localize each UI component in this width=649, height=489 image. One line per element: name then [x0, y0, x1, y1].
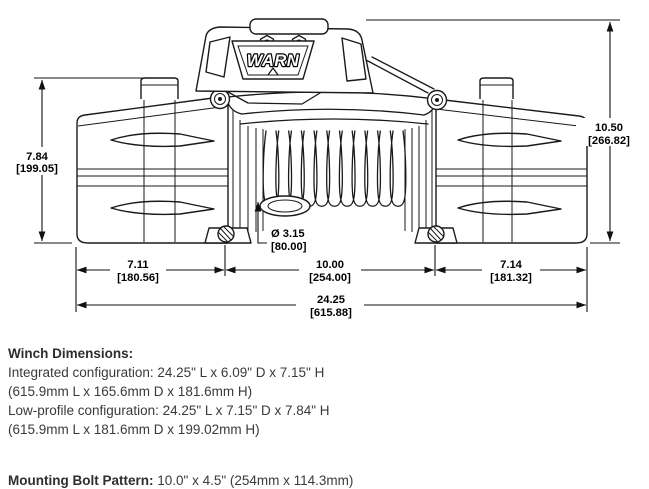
spec-line-lowprofile-mm: (615.9mm L x 181.6mm D x 199.02mm H): [8, 422, 260, 437]
spec-line-integrated: Integrated configuration: 24.25" L x 6.0…: [8, 365, 325, 380]
dim-bolt-pattern-mm: [254.00]: [309, 272, 351, 284]
warn-logo-plate: [231, 40, 315, 80]
left-lower-fin: [110, 200, 215, 216]
control-pack: WARN: [195, 18, 374, 105]
dim-drum-diameter-mm: [80.00]: [271, 241, 307, 253]
dim-left-height-mm: [199.05]: [16, 163, 58, 175]
dim-bolt-pattern-in: 10.00: [316, 259, 344, 271]
right-clevis-block: [479, 77, 514, 99]
dim-right-height-in: 10.50: [595, 122, 623, 134]
rope-coils: [262, 130, 407, 207]
dim-bolt-right-in: 7.14: [500, 259, 523, 271]
dim-right-height-mm: [266.82]: [588, 135, 630, 147]
left-side-panel: [205, 36, 231, 78]
winch-diagram-svg: WARN: [6, 18, 643, 320]
dim-drum-diameter-in: Ø 3.15: [271, 228, 305, 240]
warn-logo-text: WARN: [247, 52, 300, 70]
dim-leader-drum-diameter: [254, 201, 267, 244]
mounting-feet: [204, 225, 458, 244]
mounting-bolt-pattern-value: 10.0" x 4.5" (254mm x 114.3mm): [157, 473, 354, 488]
dim-overall-in: 24.25: [317, 294, 345, 306]
dim-bolt-left-mm: [180.56]: [117, 272, 159, 284]
dim-left-height-in: 7.84: [26, 151, 49, 163]
left-clevis-block: [140, 77, 179, 99]
spec-text-block: Winch Dimensions: Integrated configurati…: [8, 344, 638, 489]
winch-dimensions-heading: Winch Dimensions:: [8, 346, 134, 361]
right-lower-fin: [457, 200, 562, 216]
spec-line-lowprofile: Low-profile configuration: 24.25" L x 7.…: [8, 403, 330, 418]
mounting-bolt-pattern-heading: Mounting Bolt Pattern:: [8, 473, 154, 488]
drum: [232, 110, 433, 243]
right-upper-fin: [457, 132, 562, 148]
control-pack-cap: [249, 18, 329, 35]
right-side-panel: [341, 37, 367, 82]
right-gear-housing: [435, 77, 588, 244]
dim-bolt-left-in: 7.11: [127, 259, 148, 271]
dim-overall-mm: [615.88]: [310, 307, 352, 319]
left-motor-housing: [76, 77, 229, 244]
dimension-annotations: 7.84 [199.05] 10.50 [266.82] Ø 3.15 [80.…: [6, 19, 643, 320]
winch-drawing: WARN: [76, 18, 588, 244]
winch-diagram: WARN: [6, 18, 643, 320]
dim-bolt-right-mm: [181.32]: [490, 272, 532, 284]
left-upper-fin: [110, 132, 215, 148]
spec-line-integrated-mm: (615.9mm L x 165.6mm D x 181.6mm H): [8, 384, 253, 399]
mounting-bolt-pattern-line: Mounting Bolt Pattern: 10.0" x 4.5" (254…: [8, 471, 638, 489]
